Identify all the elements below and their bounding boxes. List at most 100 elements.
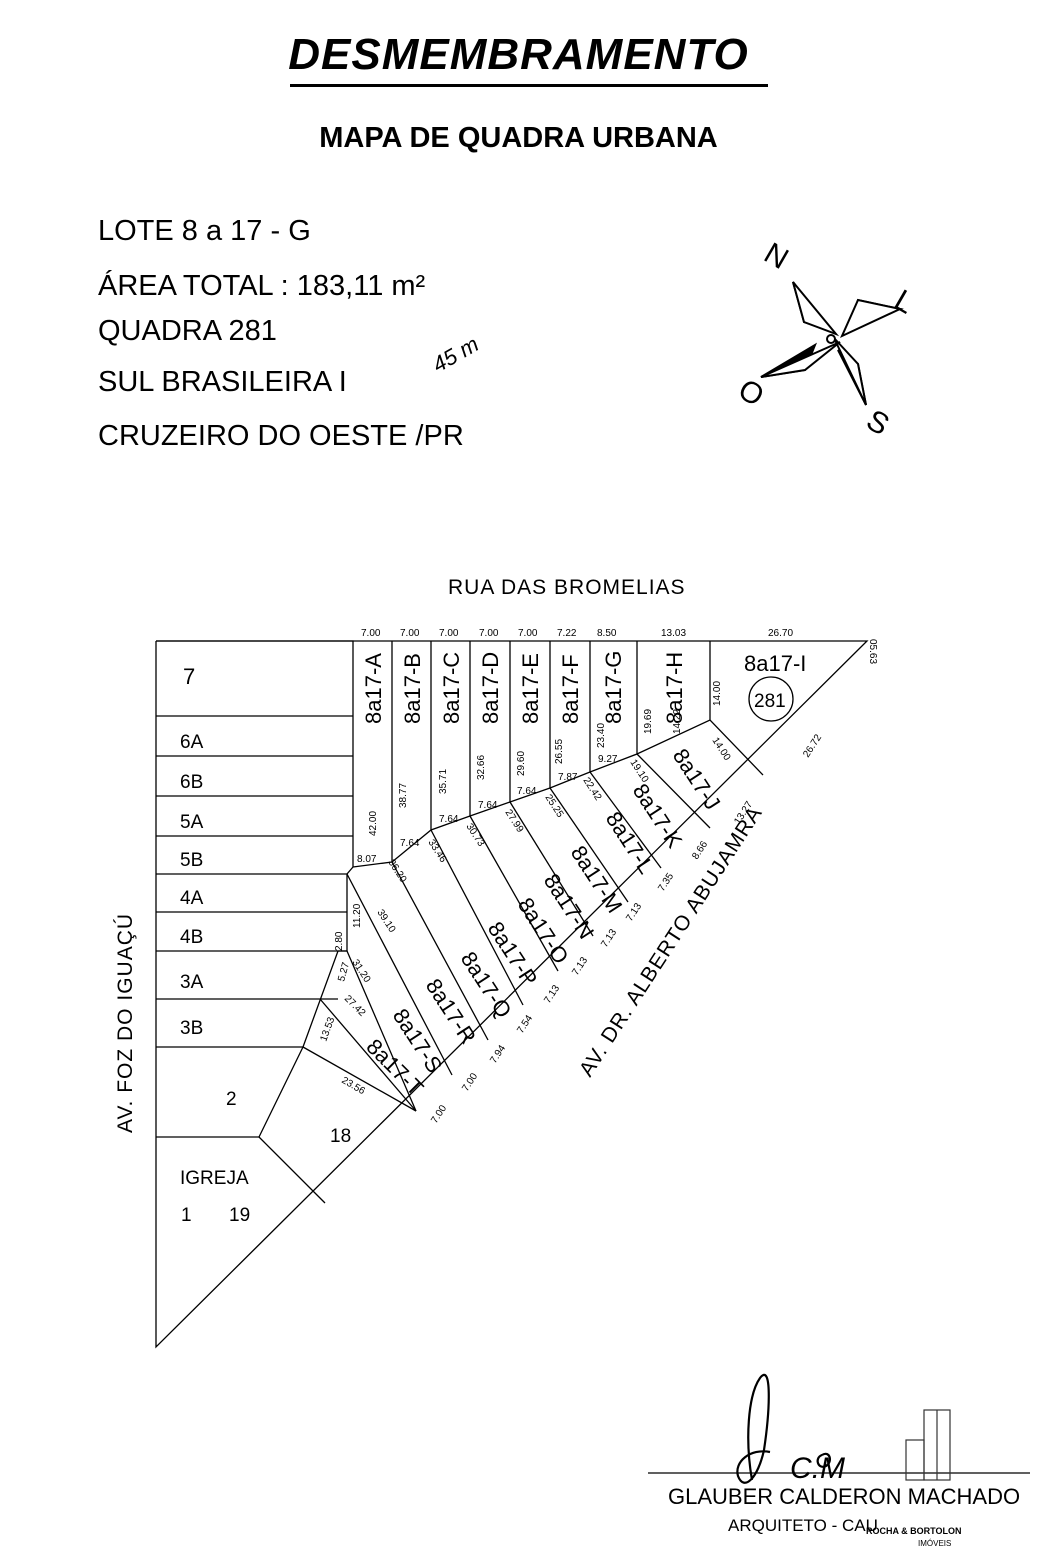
- meas-rear: 22.42: [580, 776, 603, 803]
- meas-top: 7.00: [439, 628, 459, 639]
- title-underline: [290, 84, 768, 87]
- meas-rear: 7.87: [558, 772, 578, 783]
- meas-rear: 23.56: [340, 1075, 368, 1097]
- meas-diag: 7.00: [429, 1103, 449, 1126]
- meas-diag: 7.54: [515, 1013, 535, 1036]
- meas-top: 7.00: [479, 628, 499, 639]
- street-left: AV. FOZ DO IGUAÇÚ: [114, 913, 137, 1133]
- meas-rear: 7.64: [517, 786, 537, 797]
- lot-igreja: IGREJA: [180, 1168, 249, 1189]
- quadra-badge-circle: [748, 676, 794, 722]
- meas-side: 11.20: [352, 903, 363, 928]
- handwritten-note: 45 m: [428, 331, 483, 377]
- lot-8a17-h: 8a17-H: [662, 652, 687, 724]
- meas-rear: 39.10: [374, 908, 397, 935]
- quadra-label: QUADRA 281: [98, 315, 277, 347]
- lot-4b: 4B: [180, 927, 203, 948]
- lot-8a17-j: 8a17-J: [668, 744, 726, 814]
- document-title: DESMEMBRAMENTO: [288, 30, 749, 79]
- compass-rose: [760, 281, 904, 406]
- bairro-label: SUL BRASILEIRA I: [98, 366, 347, 398]
- meas-rear: 9.27: [598, 754, 618, 765]
- meas-top: 7.00: [400, 628, 420, 639]
- meas-rear: 36.20: [385, 858, 408, 885]
- meas-depth: 32.66: [476, 755, 487, 780]
- meas-top: 7.00: [518, 628, 538, 639]
- lot-8a17-e: 8a17-E: [518, 653, 543, 724]
- street-top: RUA DAS BROMELIAS: [448, 576, 686, 599]
- meas-depth: 14.00: [712, 681, 723, 706]
- lot-8a17-g: 8a17-G: [601, 651, 626, 724]
- meas-diag: 8.66: [690, 839, 710, 862]
- meas-diag: 7.94: [488, 1043, 508, 1066]
- meas-top: 8.50: [597, 628, 617, 639]
- meas-depth: 26.55: [554, 739, 565, 764]
- lot-5a: 5A: [180, 812, 204, 833]
- lot-5b: 5B: [180, 850, 203, 871]
- meas-rear: 33.46: [425, 838, 448, 865]
- meas-rear: 30.73: [463, 822, 486, 849]
- meas-depth: 35.71: [438, 769, 449, 794]
- compass-s: S: [861, 404, 895, 443]
- lot-2: 2: [226, 1089, 237, 1110]
- meas-side: 13.53: [318, 1015, 337, 1043]
- signature-initials: C.M: [790, 1452, 845, 1485]
- signature-role: ARQUITETO - CAU: [728, 1516, 878, 1535]
- meas-diag: 7.13: [542, 983, 562, 1006]
- lot-18: 18: [330, 1126, 351, 1147]
- meas-depth: 38.77: [398, 783, 409, 808]
- meas-depth: 29.60: [516, 751, 527, 776]
- meas-depth: 42.00: [368, 811, 379, 836]
- lot-7: 7: [183, 664, 195, 689]
- meas-diag: 7.13: [599, 927, 619, 950]
- lot-6b: 6B: [180, 772, 203, 793]
- lot-8a17-d: 8a17-D: [478, 652, 503, 724]
- block-outline: [155, 640, 869, 1349]
- lot-8a17-b: 8a17-B: [400, 653, 425, 724]
- meas-rear: 31.20: [349, 958, 372, 985]
- meas-rear: 27.42: [342, 993, 368, 1019]
- meas-side: 5.27: [336, 961, 352, 983]
- meas-top: 05.63: [867, 639, 878, 664]
- lot-6a: 6A: [180, 732, 204, 753]
- lot-8a17-a: 8a17-A: [361, 653, 386, 724]
- lot-8a17-i: 8a17-I: [744, 651, 806, 676]
- meas-top: 7.22: [557, 628, 577, 639]
- meas-diag: 7.35: [656, 871, 676, 894]
- meas-diag: 7.00: [460, 1071, 480, 1094]
- meas-rear: 7.64: [400, 838, 420, 849]
- lot-19: 19: [229, 1205, 250, 1226]
- stamp-name: ROCHA & BORTOLON: [866, 1526, 962, 1536]
- stamp-logo: [905, 1409, 951, 1481]
- meas-top: 13.03: [661, 628, 686, 639]
- lot-4a: 4A: [180, 888, 204, 909]
- meas-diag: 7.13: [624, 901, 644, 924]
- lot-8a17-f: 8a17-F: [558, 654, 583, 724]
- stamp-sub: IMÓVEIS: [918, 1539, 951, 1548]
- meas-diag: 7.13: [570, 955, 590, 978]
- compass-o: O: [733, 373, 770, 413]
- compass-n: N: [759, 237, 794, 276]
- cidade-label: CRUZEIRO DO OESTE /PR: [98, 420, 464, 452]
- lot-8a17-c: 8a17-C: [439, 652, 464, 724]
- quadra-badge: 281: [754, 691, 786, 712]
- area-label: ÁREA TOTAL : 183,11 m²: [98, 270, 426, 302]
- document-subtitle: MAPA DE QUADRA URBANA: [319, 122, 718, 154]
- meas-depth: 23.40: [596, 723, 607, 748]
- signature: [736, 1374, 832, 1484]
- meas-rear: 7.64: [439, 814, 459, 825]
- meas-top: 7.00: [361, 628, 381, 639]
- meas-top: 26.70: [768, 628, 793, 639]
- meas-depth: 14.22: [672, 709, 683, 734]
- signature-name: GLAUBER CALDERON MACHADO: [668, 1484, 1020, 1509]
- lot-3b: 3B: [180, 1018, 203, 1039]
- lote-label: LOTE 8 a 17 - G: [98, 215, 311, 247]
- meas-rear: 7.64: [478, 800, 498, 811]
- meas-rear: 8.07: [357, 854, 377, 865]
- lot-1: 1: [181, 1205, 192, 1226]
- meas-depth: 19.69: [643, 709, 654, 734]
- meas-depth: 26.72: [801, 732, 824, 759]
- compass-l: L: [889, 284, 920, 321]
- meas-side: 2.80: [334, 931, 345, 951]
